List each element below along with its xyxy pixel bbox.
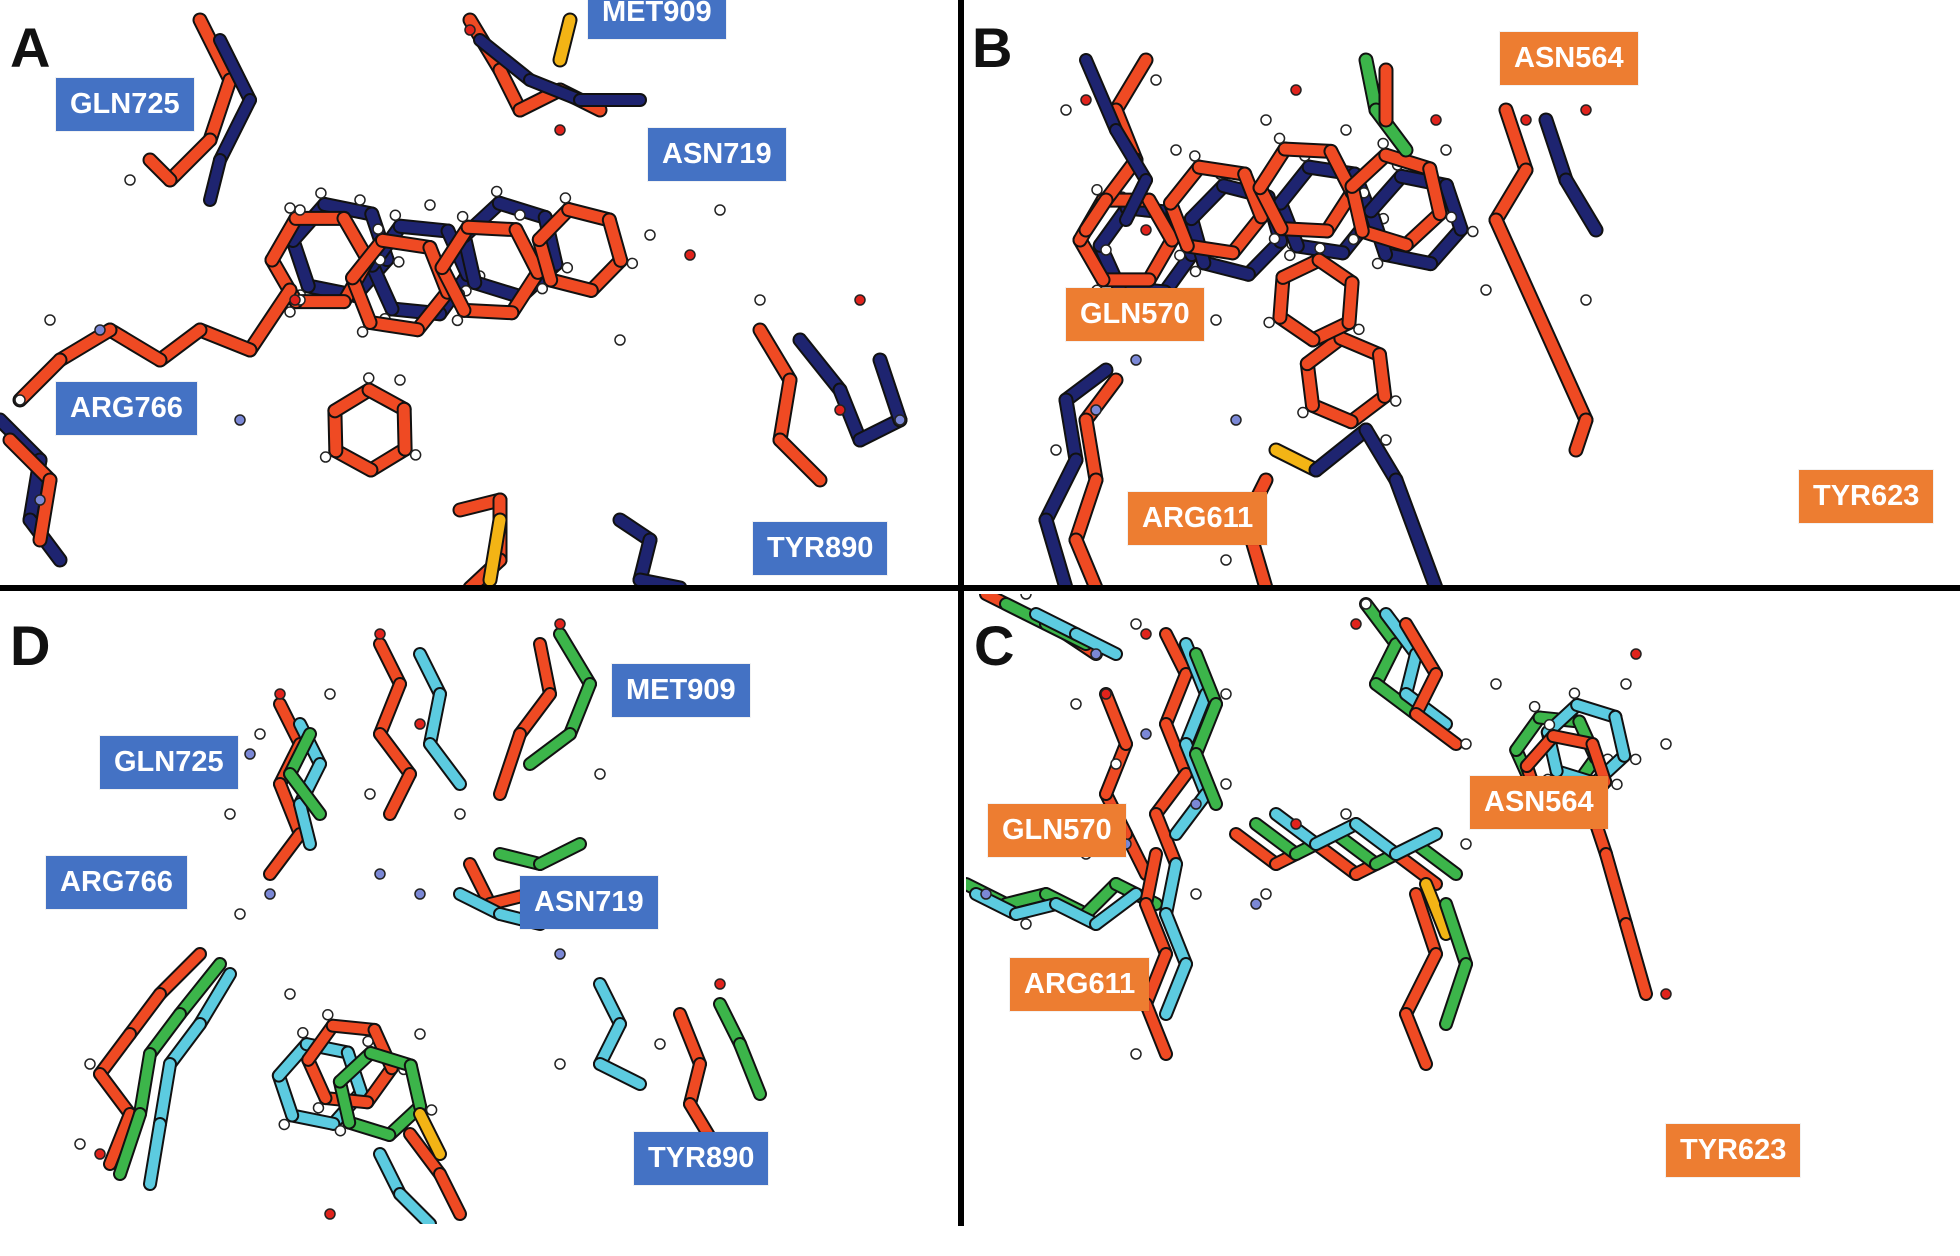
panel-letter-b: B — [972, 16, 1013, 79]
residue-label-asn564: ASN564 — [1500, 32, 1638, 86]
residue-label-gln725-d: GLN725 — [100, 736, 238, 790]
residue-label-arg766-d: ARG766 — [46, 856, 187, 910]
panel-letter-a: A — [10, 16, 51, 79]
residue-label-arg611: ARG611 — [1128, 492, 1268, 546]
residue-label-asn719: ASN719 — [648, 128, 786, 182]
panel-b: B ASN564 GLN570 ARG611 TYR623 — [966, 0, 1960, 588]
residue-label-gln570: GLN570 — [1066, 288, 1204, 342]
panel-letter-d: D — [10, 614, 51, 677]
molecule-render-c — [966, 594, 1672, 1071]
panel-c: C GLN570 ASN564 ARG611 TYR623 — [966, 594, 1960, 1224]
residue-label-asn564-c: ASN564 — [1470, 776, 1608, 830]
residue-label-arg766: ARG766 — [56, 382, 197, 436]
residue-label-arg611-c: ARG611 — [1010, 958, 1150, 1012]
horizontal-divider — [0, 585, 1960, 591]
residue-label-gln570-c: GLN570 — [988, 804, 1126, 858]
panel-d: D MET909 GLN725 ARG766 ASN719 TYR890 — [0, 594, 956, 1224]
residue-label-gln725: GLN725 — [56, 78, 194, 132]
residue-label-tyr890-d: TYR890 — [634, 1132, 769, 1186]
residue-label-tyr623: TYR623 — [1799, 470, 1934, 524]
residue-label-met909: MET909 — [588, 0, 726, 40]
vertical-divider-top — [958, 0, 964, 594]
residue-label-met909-d: MET909 — [612, 664, 750, 718]
molecule-render-a — [0, 12, 908, 588]
residue-label-tyr890: TYR890 — [753, 522, 888, 576]
panel-a: A MET909 GLN725 ASN719 ARG766 TYR890 — [0, 0, 960, 588]
residue-label-asn719-d: ASN719 — [520, 876, 658, 930]
vertical-divider-bottom — [958, 591, 964, 1226]
residue-label-tyr623-c: TYR623 — [1666, 1124, 1801, 1178]
panel-letter-c: C — [974, 614, 1015, 677]
